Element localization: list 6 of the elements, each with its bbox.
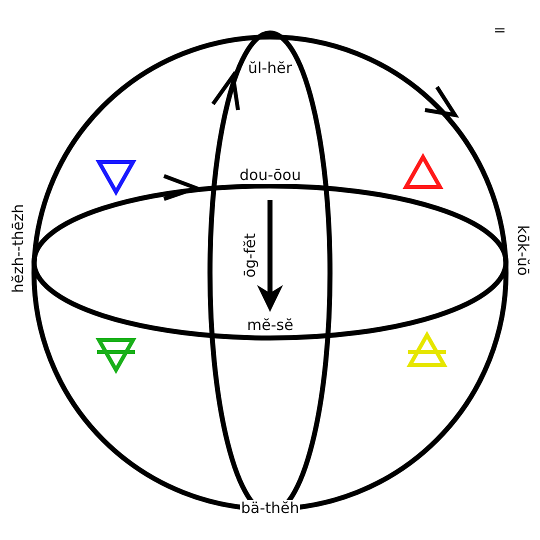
axis-label: dou-ōou <box>238 166 302 184</box>
axis-label: mĕ-sĕ <box>246 316 294 334</box>
axis-label: bä-thĕh <box>240 500 300 516</box>
axis-label: hĕzh--thēzh <box>9 202 26 294</box>
axis-label: ŭl-hĕr <box>247 60 293 76</box>
arrow-label: ōg-fĕt <box>241 232 258 278</box>
